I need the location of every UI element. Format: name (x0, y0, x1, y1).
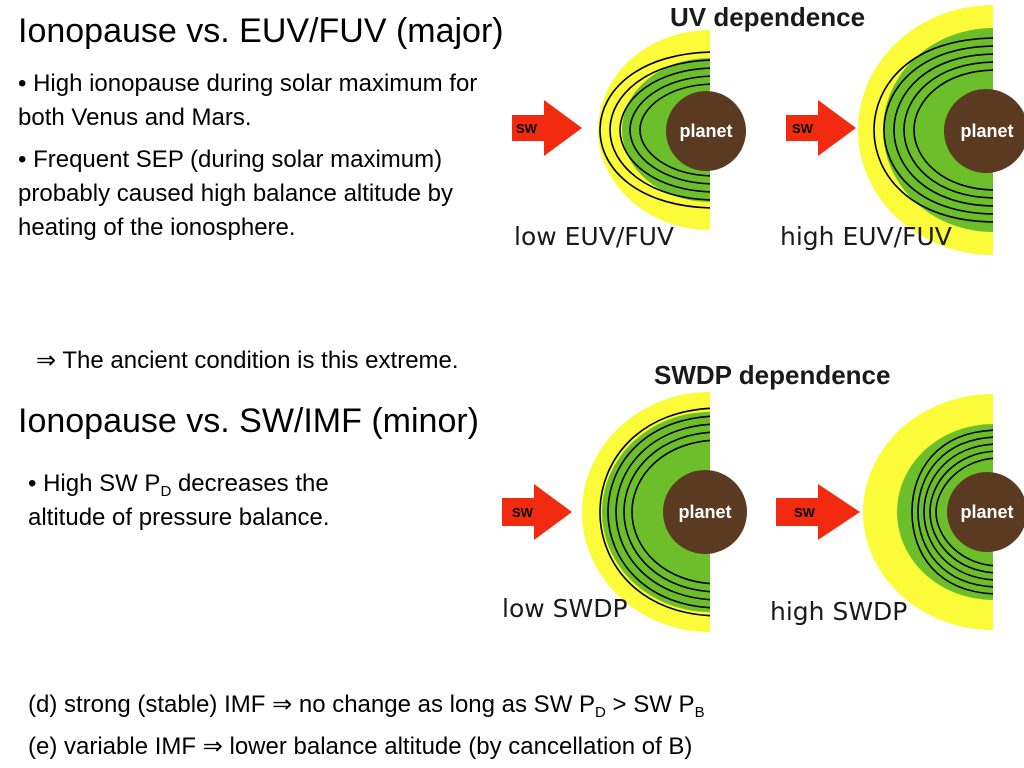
caption-low-euv: low EUV/FUV (514, 222, 674, 251)
bullet-high-sw-pd: • High SW PD decreases the altitude of p… (28, 467, 408, 535)
footer-text: (e) variable IMF (28, 733, 203, 760)
field-lines (599, 407, 710, 617)
section2-title: Ionopause vs. SW/IMF (minor) (18, 402, 480, 440)
solar-wind-arrow (512, 100, 582, 156)
footer-text: no change as long as SW P (292, 691, 596, 718)
planet-label: planet (960, 121, 1013, 141)
sw-label: SW (512, 505, 534, 520)
subscript: B (694, 704, 705, 721)
caption-high-swdp: high SWDP (770, 597, 907, 626)
implies-symbol: ⇒ (202, 733, 223, 760)
uv-heading: UV dependence (670, 2, 865, 32)
subscript: D (160, 483, 172, 500)
swdp-high-panel: planet SW high SWDP (770, 394, 1024, 630)
bullet-frequent-sep: • Frequent SEP (during solar maximum) pr… (18, 146, 453, 241)
bullet-text: decreases the altitude of pressure balan… (28, 470, 330, 531)
sw-label: SW (516, 121, 538, 136)
solar-wind-arrow (776, 484, 860, 540)
footer-text: > SW P (605, 691, 695, 718)
footer-line-d: (d) strong (stable) IMF ⇒ no change as l… (28, 688, 705, 722)
solar-wind-arrow (786, 100, 856, 156)
section1-title: Ionopause vs. EUV/FUV (major) (18, 12, 504, 50)
conclusion-line: ⇒ The ancient condition is this extreme. (36, 344, 459, 378)
caption-high-euv: high EUV/FUV (780, 222, 952, 251)
ionosphere-region (602, 412, 710, 612)
conclusion-text: The ancient condition is this extreme. (62, 347, 459, 374)
planet-label: planet (679, 121, 732, 141)
solar-wind-arrow (502, 484, 572, 540)
field-lines (599, 51, 710, 209)
caption-low-swdp: low SWDP (502, 594, 628, 623)
bullet-text: • High SW P (28, 470, 161, 497)
bullet-high-ionopause: • High ionopause during solar maximum fo… (18, 70, 478, 131)
planet-body (947, 472, 1024, 552)
uv-high-panel: planet SW high EUV/FUV (780, 5, 1024, 255)
implies-symbol: ⇒ (36, 347, 57, 374)
swdp-low-panel: planet SW low SWDP (502, 392, 747, 632)
swdp-heading: SWDP dependence (654, 360, 890, 390)
ionosphere-region (883, 28, 993, 232)
field-lines (873, 37, 993, 223)
planet-body (944, 89, 1024, 173)
field-lines (911, 429, 993, 595)
footer-line-e: (e) variable IMF ⇒ lower balance altitud… (28, 730, 692, 764)
planet-label: planet (678, 502, 731, 522)
planet-label: planet (960, 502, 1013, 522)
subscript: D (595, 704, 606, 721)
ionosphere-region (897, 424, 993, 600)
footer-text: lower balance altitude (by cancellation … (222, 733, 693, 760)
sw-label: SW (792, 121, 814, 136)
uv-low-panel: planet SW low EUV/FUV (512, 30, 746, 251)
planet-body (663, 470, 747, 554)
planet-body (666, 91, 746, 171)
footer-text: (d) strong (stable) IMF (28, 691, 273, 718)
implies-symbol: ⇒ (272, 691, 293, 718)
sw-label: SW (794, 505, 816, 520)
